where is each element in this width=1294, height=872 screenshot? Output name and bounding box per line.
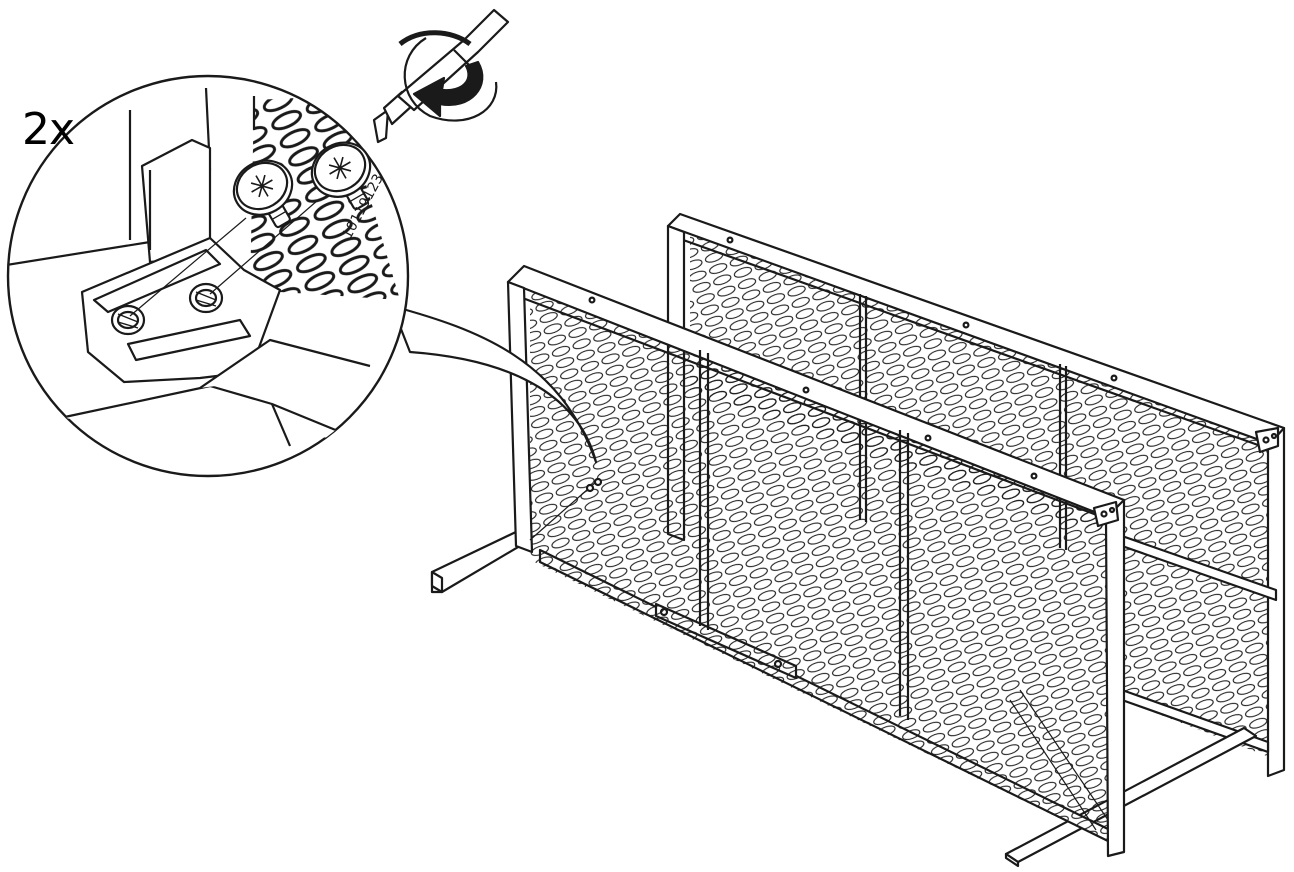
screwdriver-icon xyxy=(372,8,510,144)
screw-icon xyxy=(232,141,372,229)
bench-frame xyxy=(430,212,1286,868)
callout-pointer xyxy=(390,304,598,464)
quantity-label: 2x xyxy=(22,104,75,155)
rotate-arrow-icon xyxy=(398,30,498,122)
detail-callout xyxy=(6,74,410,478)
front-panel xyxy=(506,264,1126,858)
